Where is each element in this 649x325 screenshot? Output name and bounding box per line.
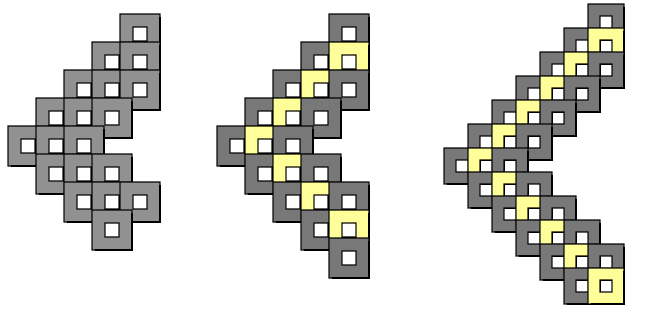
knot-link <box>588 268 624 304</box>
